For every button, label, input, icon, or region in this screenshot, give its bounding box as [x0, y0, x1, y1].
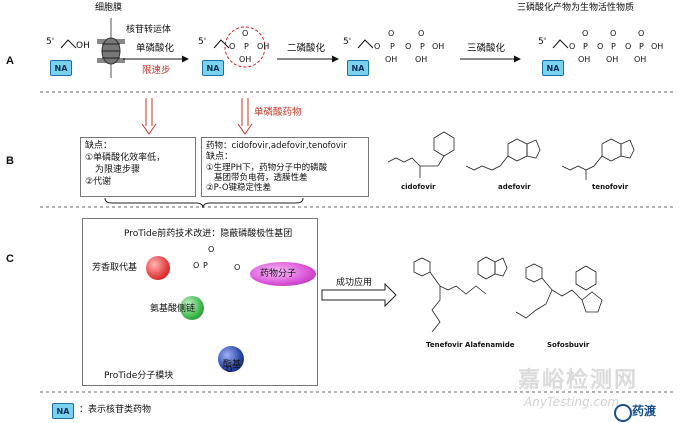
box1-line: 为限速步骤 — [95, 165, 141, 175]
oxygen-label: O — [374, 42, 381, 51]
prime-label: 5' — [538, 37, 547, 47]
phosphorus-label: P — [583, 42, 588, 51]
disadvantage-box-2: 药物：cidofovir,adefovir,tenofovir 缺点： ①生理P… — [201, 137, 369, 197]
box2-line: ①生理PH下，药物分子中的磷酸 — [206, 163, 328, 173]
watermark-logo-icon — [614, 404, 632, 422]
molecule-structures-b — [387, 131, 635, 180]
molecule-tenofovir: tenofovir — [592, 183, 629, 191]
molecule-structures-c — [413, 256, 603, 333]
aryl-label: 芳香取代基 — [92, 263, 138, 273]
protide-oxygen: O — [234, 263, 241, 272]
oh-label: OH — [651, 42, 664, 51]
oh-label: OH — [76, 41, 90, 51]
oxygen-label: O — [242, 29, 249, 38]
oxygen-label: O — [638, 29, 645, 38]
oh-label: OH — [634, 55, 647, 64]
oh-label: OH — [239, 55, 252, 64]
prime-label: 5' — [343, 37, 352, 47]
phosphate-highlight-circle — [224, 26, 266, 68]
legend-text: ：表示核苷类药物 — [79, 405, 152, 415]
legend-na-box: NA — [52, 403, 74, 419]
prime-label: 5' — [198, 37, 207, 47]
molecule-cidofovir: cidofovir — [401, 183, 436, 191]
molecule-sofosbuvir: Sofosbuvir — [547, 341, 590, 349]
oh-label: OH — [578, 55, 591, 64]
amino-label: 氨基酸侧链 — [150, 304, 196, 314]
oh-label: OH — [385, 55, 398, 64]
module-label: ProTide分子模块 — [104, 371, 174, 381]
oxygen-label: O — [405, 42, 412, 51]
oh-label: OH — [415, 55, 428, 64]
molecule-taf: Tenefovir Alafenamide — [426, 341, 515, 349]
section-label-a: A — [6, 55, 14, 67]
na-box: NA — [542, 60, 564, 76]
section-label-c: C — [6, 253, 14, 265]
step2-label: 二磷酸化 — [287, 43, 326, 54]
step1-label: 单磷酸化 — [136, 43, 175, 54]
oxygen-label: O — [597, 42, 604, 51]
phosphorus-label: P — [420, 42, 425, 51]
box1-line: ①单磷酸化效率低， — [85, 153, 166, 163]
oh-label: OH — [606, 55, 619, 64]
protide-title: ProTide前药技术改进：隐蔽磷酸极性基团 — [124, 229, 293, 239]
box1-title: 缺点： — [85, 141, 113, 151]
rate-limit-label: 限速步 — [142, 65, 171, 76]
protide-phosphorus: P — [203, 261, 208, 270]
oxygen-label: O — [569, 42, 576, 51]
box2-drugs: 药物：cidofovir,adefovir,tenofovir — [206, 141, 347, 151]
na-box: NA — [347, 60, 369, 76]
oxygen-label: O — [388, 29, 395, 38]
protide-oxygen: O — [208, 245, 215, 254]
oxygen-label: O — [625, 42, 632, 51]
oxygen-label: O — [610, 29, 617, 38]
watermark-url: AnyTesting.com — [524, 395, 620, 409]
box2-line: 基团带负电荷，透膜性差 — [214, 173, 308, 183]
transporter-label: 核苷转运体 — [126, 25, 172, 35]
drug-ellipse — [250, 262, 316, 286]
oxygen-label: O — [582, 29, 589, 38]
na-box: NA — [202, 60, 224, 76]
aryl-circle — [146, 256, 170, 280]
drug-label: 药物分子 — [260, 269, 297, 279]
phosphorus-label: P — [244, 42, 249, 51]
phosphorus-label: P — [611, 42, 616, 51]
product-title: 三磷酸化产物为生物活性物质 — [517, 3, 635, 13]
ester-circle — [218, 346, 244, 372]
section-label-b: B — [6, 155, 14, 167]
step3-label: 三磷酸化 — [467, 43, 506, 54]
oh-label: OH — [257, 42, 270, 51]
mono-drug-label: 单磷酸药物 — [254, 107, 302, 118]
protide-oxygen: O — [193, 261, 200, 270]
protide-oxygen: O — [226, 365, 233, 374]
prime-label: 5' — [46, 37, 55, 47]
box2-line: ②P-O键稳定性差 — [206, 183, 272, 193]
membrane-label: 细胞膜 — [95, 3, 123, 13]
watermark-logo-text: 药渡 — [632, 404, 657, 418]
amino-circle — [180, 296, 204, 320]
watermark-title: 嘉峪检测网 — [518, 368, 639, 393]
molecule-adefovir: adefovir — [498, 183, 531, 191]
na-box: NA — [50, 60, 72, 76]
application-label: 成功应用 — [336, 278, 373, 288]
phosphorus-label: P — [390, 42, 395, 51]
ester-label: 酯基 — [223, 360, 242, 370]
box2-title: 缺点： — [206, 152, 234, 162]
oh-label: OH — [432, 42, 445, 51]
oxygen-label: O — [418, 29, 425, 38]
oxygen-label: O — [229, 42, 236, 51]
disadvantage-box-1: 缺点： ①单磷酸化效率低， 为限速步骤 ②代谢 — [80, 137, 196, 197]
box1-line: ②代谢 — [85, 177, 112, 187]
phosphorus-label: P — [639, 42, 644, 51]
